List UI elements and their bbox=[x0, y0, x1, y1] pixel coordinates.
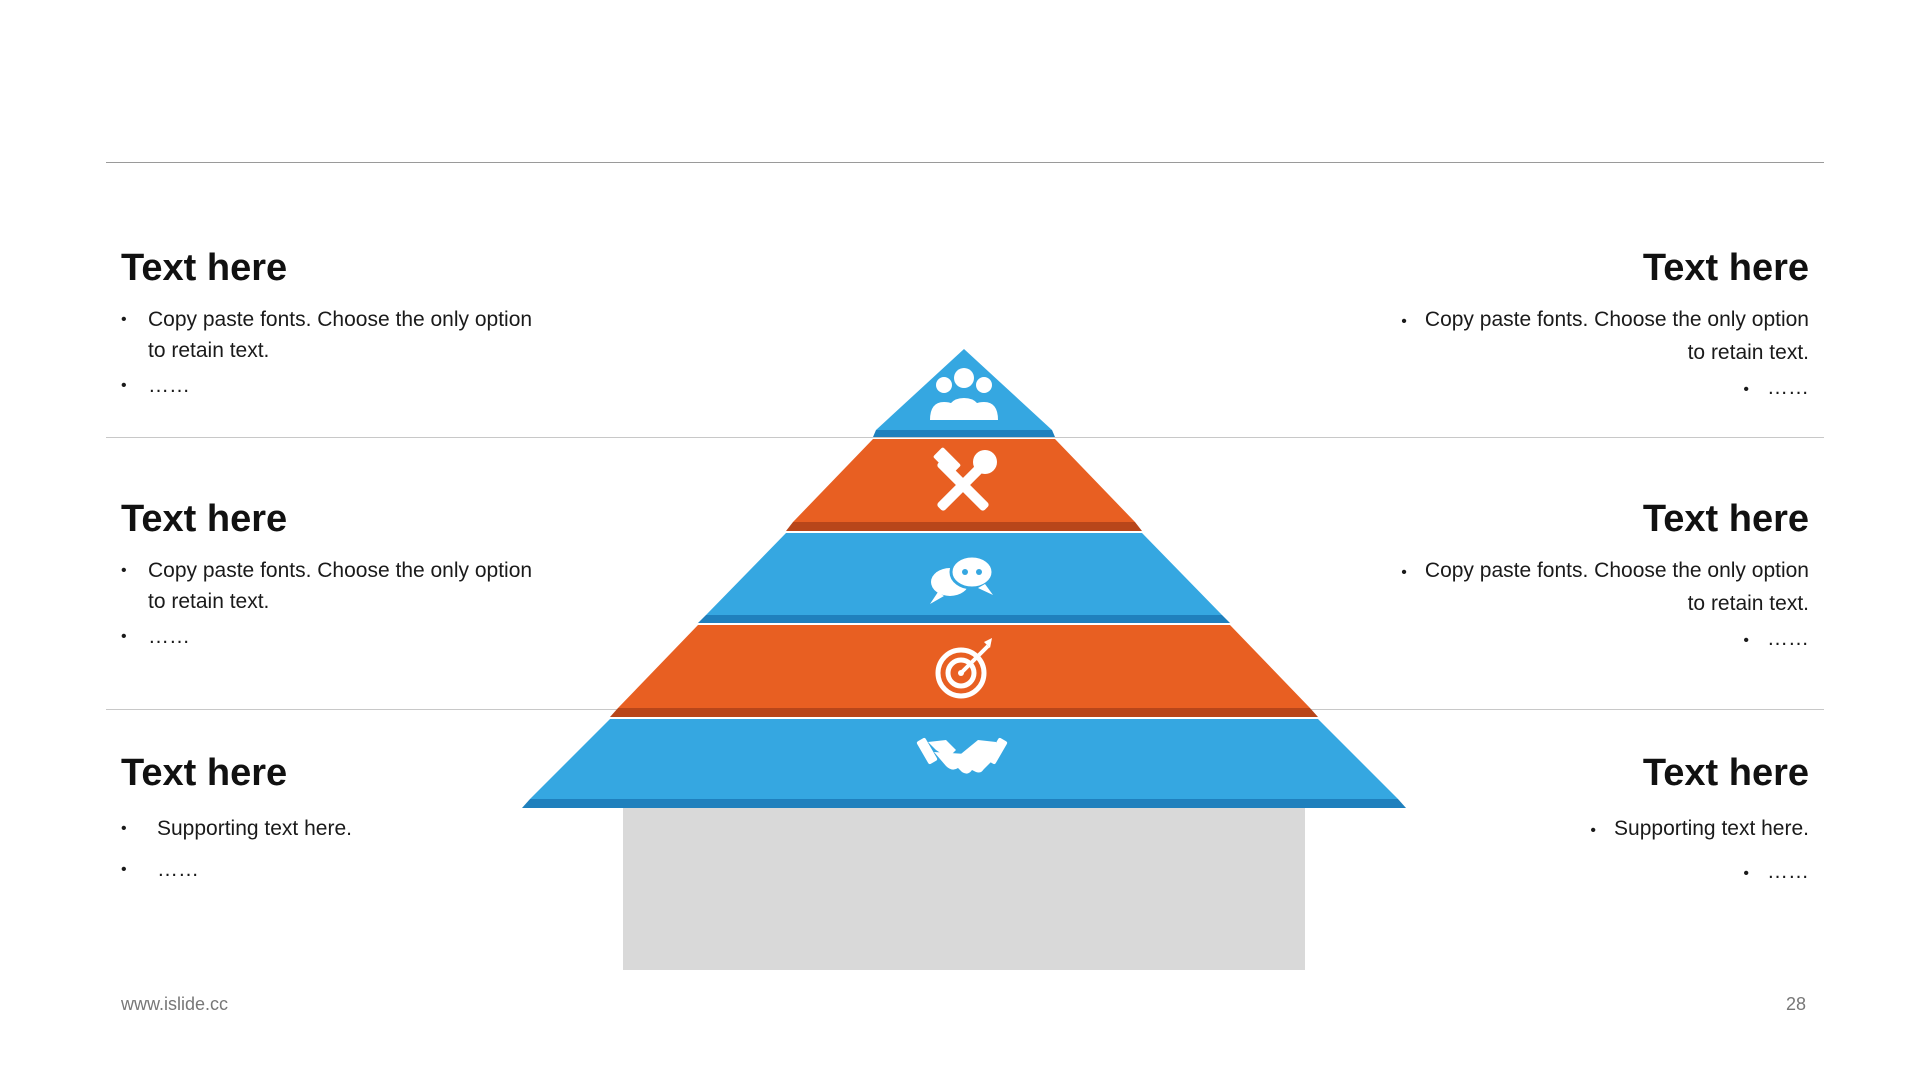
block-title: Text here bbox=[1642, 752, 1809, 794]
text-block-right-1: Text here •Copy paste fonts. Choose the … bbox=[1349, 246, 1809, 405]
block-title: Text here bbox=[121, 498, 288, 540]
bullet-item: Supporting text here. bbox=[121, 813, 581, 844]
footer-url: www.islide.cc bbox=[121, 994, 229, 1014]
text-block-right-3: Text here •Supporting text here. •…… bbox=[1349, 751, 1809, 899]
pyramid-base bbox=[623, 808, 1305, 970]
bullet-item: •…… bbox=[1743, 860, 1809, 883]
bullet-item: •…… bbox=[1743, 376, 1809, 399]
pyramid-level-3 bbox=[698, 533, 1230, 623]
pyramid-level-1 bbox=[873, 349, 1055, 437]
divider-rule bbox=[106, 437, 1824, 438]
page-number: 28 bbox=[1786, 994, 1807, 1014]
text-block-left-3: Text here Supporting text here. …… bbox=[121, 751, 581, 895]
bullet-list: •Copy paste fonts. Choose the only optio… bbox=[1349, 304, 1809, 405]
tools-icon bbox=[933, 447, 997, 511]
bullet-item: •Supporting text here. bbox=[1590, 817, 1809, 840]
bullet-item: Copy paste fonts. Choose the only option… bbox=[121, 304, 581, 366]
text-block-right-2: Text here •Copy paste fonts. Choose the … bbox=[1349, 497, 1809, 656]
team-icon bbox=[930, 368, 998, 420]
bullet-item: …… bbox=[121, 854, 581, 885]
bullet-list: •Supporting text here. •…… bbox=[1349, 813, 1809, 889]
pyramid-level-5 bbox=[522, 719, 1406, 808]
bullet-item: Copy paste fonts. Choose the only option… bbox=[121, 555, 581, 617]
block-title: Text here bbox=[121, 247, 288, 289]
bullet-list: Supporting text here. …… bbox=[121, 813, 581, 885]
chat-icon bbox=[930, 554, 995, 604]
bullet-item: …… bbox=[121, 621, 581, 652]
block-title: Text here bbox=[1642, 247, 1809, 289]
text-block-left-1: Text here Copy paste fonts. Choose the o… bbox=[121, 246, 581, 401]
pyramid-level-4 bbox=[610, 625, 1318, 717]
block-title: Text here bbox=[1642, 498, 1809, 540]
top-rule bbox=[106, 162, 1824, 163]
target-icon bbox=[935, 638, 992, 699]
bullet-item: •Copy paste fonts. Choose the only optio… bbox=[1401, 559, 1809, 615]
text-block-left-2: Text here Copy paste fonts. Choose the o… bbox=[121, 497, 581, 652]
bullet-item: •Copy paste fonts. Choose the only optio… bbox=[1401, 308, 1809, 364]
bullet-list: Copy paste fonts. Choose the only option… bbox=[121, 555, 581, 652]
bullet-item: •…… bbox=[1743, 627, 1809, 650]
bullet-list: •Copy paste fonts. Choose the only optio… bbox=[1349, 555, 1809, 656]
bullet-list: Copy paste fonts. Choose the only option… bbox=[121, 304, 581, 401]
pyramid-level-2 bbox=[786, 439, 1142, 531]
bullet-item: …… bbox=[121, 370, 581, 401]
block-title: Text here bbox=[121, 752, 288, 794]
handshake-icon bbox=[916, 737, 1008, 774]
